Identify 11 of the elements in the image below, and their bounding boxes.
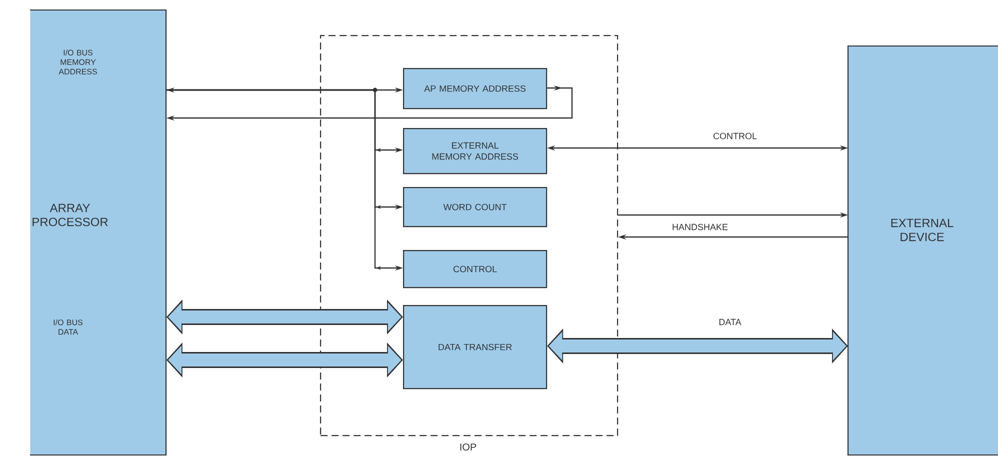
function-box: AP MEMORY ADDRESS [403, 68, 548, 110]
function-box: EXTERNAL MEMORY ADDRESS [403, 128, 548, 174]
function-box: CONTROL [403, 250, 548, 288]
edge-label: HANDSHAKE [671, 222, 730, 232]
function-box: WORD COUNT [403, 187, 548, 228]
function-box: DATA TRANSFER [403, 305, 548, 390]
edge-label: CONTROL [712, 132, 758, 140]
node-label: IOP [460, 443, 476, 451]
edge-label: DATA [718, 318, 742, 326]
unit-block: I/O BUS MEMORY ADDRESS ARRAY PROCESSOR I/O BUS DATA [30, 9, 167, 456]
unit-block: EXTERNAL DEVICE [847, 45, 998, 456]
